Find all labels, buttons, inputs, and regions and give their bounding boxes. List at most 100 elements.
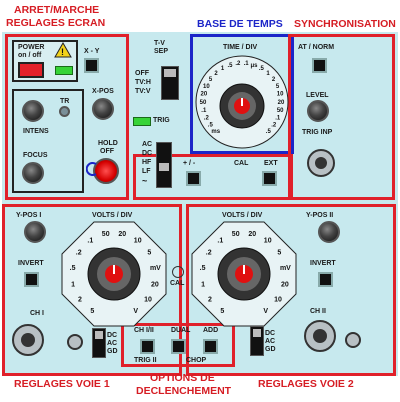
- focus-knob[interactable]: [22, 162, 44, 184]
- volts-div-scale-label: 20: [248, 231, 256, 238]
- volts-div-scale-label: .2: [76, 249, 82, 256]
- coupling-tilde: ~: [142, 176, 148, 186]
- intens-focus-panel: [12, 89, 84, 193]
- add-button[interactable]: [203, 339, 218, 354]
- ch2-label: CH II: [310, 308, 326, 315]
- ext-button[interactable]: [262, 171, 277, 186]
- xy-button[interactable]: [84, 58, 99, 73]
- volts-div-scale-label: 50: [232, 231, 240, 238]
- trig-label: TRIG: [153, 117, 170, 124]
- volts-div-scale-label: 20: [281, 282, 289, 289]
- label-options-1: OPTIONS DE: [150, 372, 215, 384]
- focus-label: FOCUS: [23, 152, 48, 159]
- section-base-de-temps: [190, 34, 294, 154]
- tv-opt-off: OFF: [135, 70, 149, 77]
- ch1-dc: DC: [107, 332, 118, 339]
- ch1-ground-terminal[interactable]: [67, 334, 83, 350]
- volts-div-scale-label: 1: [201, 282, 205, 289]
- volts-div-scale-label: 10: [264, 237, 272, 244]
- coupling-hf: HF: [142, 159, 152, 166]
- at-norm-button[interactable]: [312, 58, 327, 73]
- plus-minus-label: + / -: [183, 160, 196, 167]
- on-off-label: on / off: [18, 52, 42, 59]
- trig-inp-label: TRIG INP: [302, 129, 333, 136]
- tr-adjust-knob[interactable]: [59, 106, 70, 117]
- cal-center-label: CAL: [170, 280, 185, 287]
- label-base-de-temps: BASE DE TEMPS: [197, 18, 283, 30]
- ch2-coupling-switch[interactable]: [250, 326, 264, 356]
- ch2-ac: AC: [265, 338, 276, 345]
- volts-div-scale-label: .1: [217, 237, 223, 244]
- volts-div-scale-label: 10: [144, 297, 152, 304]
- tv-sep-switch[interactable]: [161, 66, 179, 100]
- ext-label: EXT: [264, 160, 278, 167]
- volts-div-scale-label: 20: [151, 282, 159, 289]
- volts-div-scale-label: .1: [87, 237, 93, 244]
- time-div-scale-label: .2: [271, 123, 277, 129]
- tv-opt-tvv: TV:V: [135, 88, 151, 95]
- power-label: POWER: [18, 44, 45, 51]
- ch1-gd: GD: [107, 348, 118, 355]
- level-label: LEVEL: [306, 92, 329, 99]
- time-div-scale-label: .5: [266, 129, 272, 135]
- label-reglages-voie1: REGLAGES VOIE 1: [14, 378, 110, 390]
- trig-coupling-switch[interactable]: [156, 142, 172, 188]
- trig-led: [133, 117, 151, 126]
- level-knob[interactable]: [307, 100, 329, 122]
- volts-div-scale-label: 5: [90, 308, 94, 315]
- volts-div-scale-label: 20: [118, 231, 126, 238]
- section-options-declenchement: [121, 323, 235, 367]
- section-voie2: [186, 204, 396, 376]
- ypos2-label: Y-POS II: [306, 212, 334, 219]
- time-div-scale-label: 1: [221, 66, 225, 72]
- ch2-dc: DC: [265, 330, 276, 337]
- time-div-scale-label: .5: [227, 63, 233, 69]
- time-div-scale-label: .1: [244, 61, 250, 67]
- xy-label: X - Y: [84, 48, 100, 55]
- ch2-connector-center: [313, 329, 327, 343]
- ypos1-knob[interactable]: [24, 221, 46, 243]
- ch2-ground-terminal[interactable]: [345, 332, 361, 348]
- invert2-button[interactable]: [318, 272, 333, 287]
- time-div-scale-label: 2: [272, 77, 276, 83]
- ch1-ch2-button[interactable]: [140, 339, 155, 354]
- intens-knob[interactable]: [22, 100, 44, 122]
- volts-div-scale-label: 2: [78, 297, 82, 304]
- volts-div-scale-label: 5: [277, 249, 281, 256]
- invert2-label: INVERT: [310, 260, 336, 267]
- volts-div-scale-label: V: [263, 308, 268, 315]
- invert1-label: INVERT: [18, 260, 44, 267]
- ch1-coupling-switch[interactable]: [92, 328, 106, 358]
- section-voie1: [2, 204, 182, 376]
- volts-div-scale-label: mV: [150, 265, 161, 272]
- volts-div-scale-label: 50: [102, 231, 110, 238]
- label-reglages-voie2: REGLAGES VOIE 2: [258, 378, 354, 390]
- time-div-scale-label: 20: [278, 100, 285, 106]
- time-div-scale-label: .5: [259, 66, 265, 72]
- section-ecran: [5, 34, 129, 200]
- invert1-button[interactable]: [24, 272, 39, 287]
- ypos1-label: Y-POS I: [16, 212, 42, 219]
- dual-label: DUAL: [171, 327, 191, 334]
- xpos-knob[interactable]: [92, 98, 114, 120]
- time-div-scale-label: 5: [276, 84, 280, 90]
- svg-text:!: !: [61, 47, 64, 57]
- intens-label: INTENS: [23, 128, 49, 135]
- time-div-scale-label: 20: [201, 92, 208, 98]
- at-norm-label: AT / NORM: [298, 44, 335, 51]
- slope-button[interactable]: [186, 171, 201, 186]
- cal-terminal[interactable]: [172, 266, 184, 278]
- label-options-2: DECLENCHEMENT: [136, 385, 232, 397]
- time-div-label: TIME / DIV: [223, 44, 258, 51]
- time-div-scale-label: .5: [208, 123, 214, 129]
- ypos2-knob[interactable]: [318, 221, 340, 243]
- volts-div-scale-label: .2: [206, 249, 212, 256]
- power-button[interactable]: [18, 62, 44, 78]
- ch1-ch2-label: CH I/II: [134, 327, 154, 334]
- hold-off-knob[interactable]: [93, 158, 119, 184]
- cal-label: CAL: [234, 160, 249, 167]
- dual-button[interactable]: [171, 339, 186, 354]
